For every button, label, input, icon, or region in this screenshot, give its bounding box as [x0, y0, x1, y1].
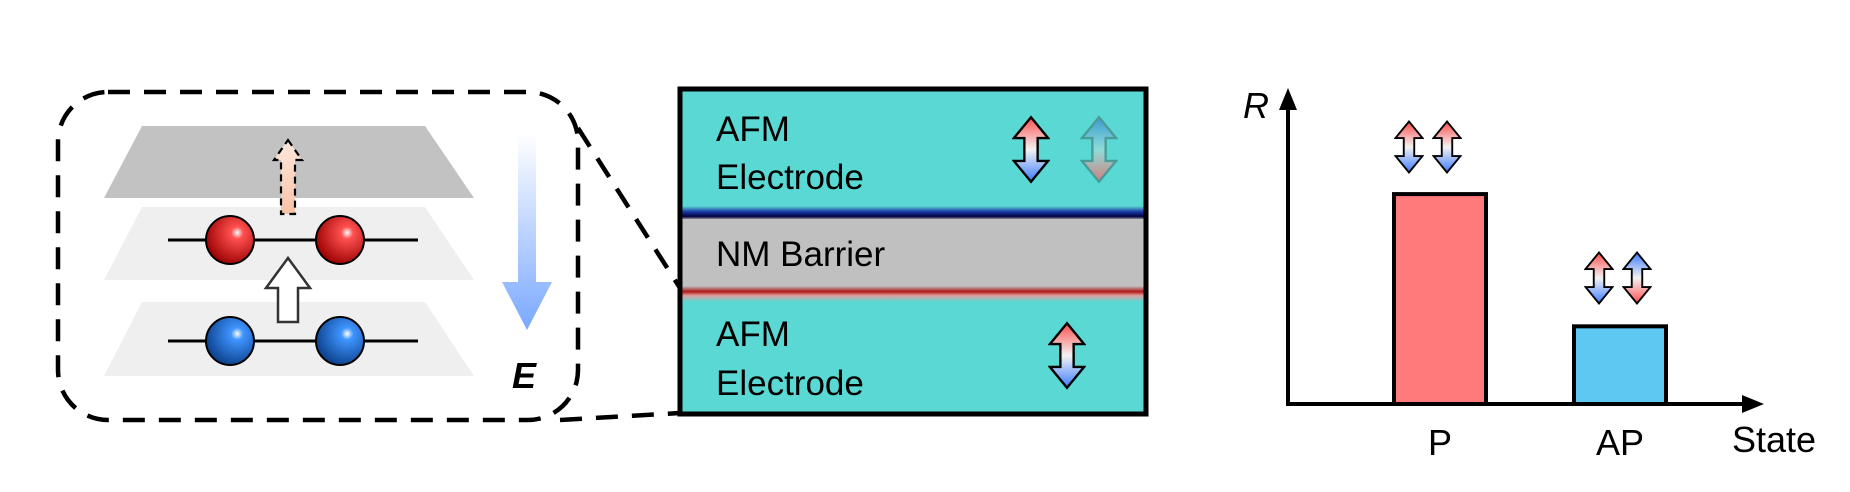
- tick-label-ap: AP: [1596, 422, 1644, 463]
- bottom-interface: [680, 286, 1146, 302]
- barrier-layer: [680, 219, 1146, 287]
- y-axis-arrowhead: [1279, 88, 1297, 110]
- x-axis-label: State: [1732, 419, 1816, 460]
- light-layer-upper: [104, 207, 474, 280]
- junction-stack: AFM Electrode NM Barrier AFM Electrode: [677, 86, 1149, 417]
- light-layer-lower: [104, 302, 474, 376]
- red-atom-left: [205, 215, 255, 265]
- resistance-chart: R State P AP: [1243, 85, 1816, 463]
- bar-p: [1392, 192, 1488, 406]
- stack-outline: [677, 86, 1149, 417]
- top-electrode-label: AFM Electrode: [716, 110, 864, 197]
- bottom-electrode-line-1: AFM: [716, 315, 790, 354]
- blue-atom-right: [315, 316, 365, 366]
- bar-ap: [1572, 324, 1668, 407]
- top-electrode: [680, 89, 1146, 210]
- excited-dashed-arrow: [271, 138, 305, 216]
- top-electrode-line-2: Electrode: [716, 158, 864, 197]
- bars-group: P AP: [1392, 192, 1668, 463]
- inset-dashed-border: [55, 89, 581, 423]
- blue-atom-left: [205, 316, 255, 366]
- p-spin-arrow-1-icon: [1394, 120, 1424, 174]
- tick-label-p: P: [1428, 422, 1452, 463]
- top-interface: [680, 206, 1146, 220]
- ap-spin-arrow-1-icon: [1584, 251, 1614, 305]
- top-electrode-line-1: AFM: [716, 110, 790, 149]
- bottom-electrode-label: AFM Electrode: [716, 315, 864, 403]
- field-arrow: [502, 134, 552, 330]
- red-atom-right: [315, 215, 365, 265]
- field-label: E: [512, 355, 537, 396]
- bottom-electrode-line-2: Electrode: [716, 364, 864, 403]
- ap-spin-arrow-2-icon: [1622, 251, 1652, 305]
- transition-arrow: [263, 255, 313, 324]
- x-axis-arrowhead: [1742, 395, 1764, 413]
- p-spin-arrow-2-icon: [1432, 120, 1462, 174]
- connector-top: [576, 126, 682, 290]
- inset-panel: E: [55, 89, 581, 423]
- barrier-label: NM Barrier: [716, 235, 886, 274]
- connector-bottom: [559, 410, 681, 423]
- y-axis-label: R: [1243, 85, 1269, 126]
